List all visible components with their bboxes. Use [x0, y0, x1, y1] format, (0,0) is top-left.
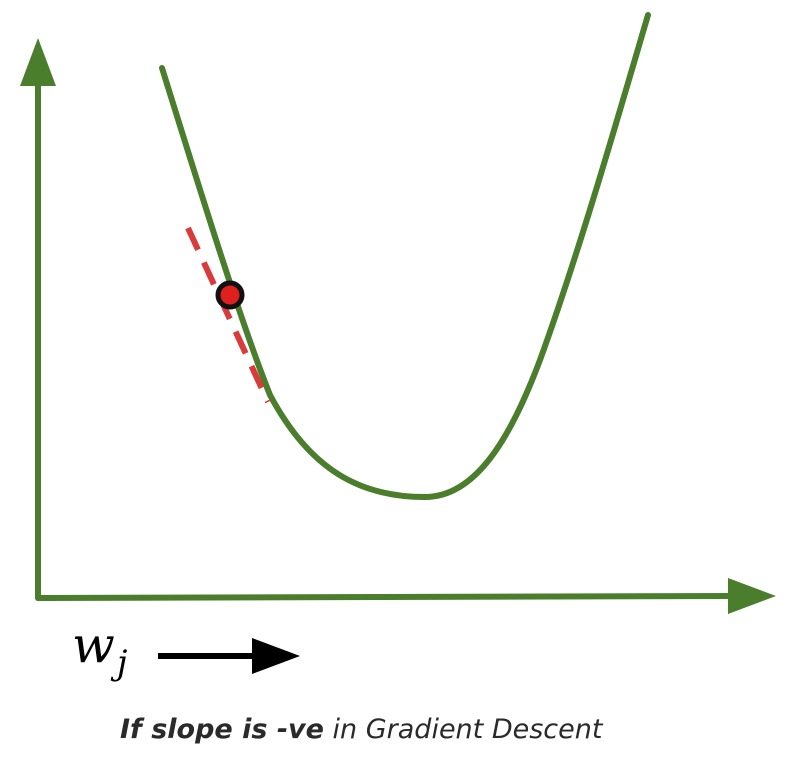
weight-variable-base: w	[72, 616, 115, 674]
caption-bold: If slope is -ve	[120, 714, 324, 745]
tangent-line	[185, 226, 271, 404]
x-axis	[35, 578, 776, 614]
caption: If slope is -ve in Gradient Descent	[120, 714, 604, 745]
weight-variable-label: wj	[72, 616, 128, 683]
right-arrow-icon	[158, 638, 300, 674]
x-axis-arrowhead	[728, 578, 776, 614]
caption-normal: in Gradient Descent	[324, 714, 604, 745]
x-axis-line	[35, 593, 741, 601]
y-axis	[20, 38, 56, 601]
loss-curve	[159, 12, 651, 501]
y-axis-arrowhead	[20, 38, 56, 86]
current-point	[215, 280, 245, 310]
